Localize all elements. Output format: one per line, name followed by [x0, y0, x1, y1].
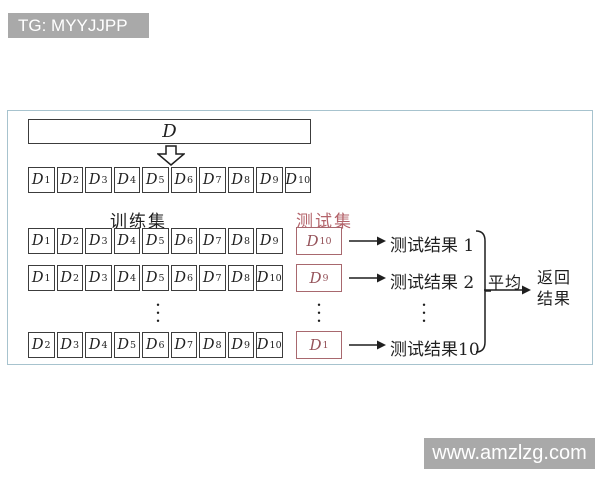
test-result-label: 测试结果 2	[390, 273, 475, 293]
website-watermark-badge: www.amzlzg.com	[424, 438, 595, 469]
test-result-label: 测试结果10	[390, 340, 480, 360]
split-down-arrow-icon	[157, 145, 185, 166]
test-result-label: 测试结果 1	[390, 236, 475, 256]
aggregate-brace	[475, 230, 491, 353]
average-label: 平均	[488, 273, 523, 292]
return-result-line1: 返回	[537, 268, 572, 287]
test-ellipsis: ...	[316, 295, 322, 326]
return-result-line2: 结果	[537, 289, 572, 308]
arrow-right-icon	[349, 273, 386, 283]
arrow-right-icon	[349, 236, 386, 246]
full-dataset-label: D	[162, 121, 177, 142]
full-dataset-box: D	[28, 119, 311, 144]
train-ellipsis: ...	[155, 295, 161, 326]
average-arrow-icon	[484, 285, 531, 295]
telegram-watermark-badge: TG: MYYJJPP	[8, 13, 149, 38]
arrow-right-icon	[349, 340, 386, 350]
training-set-label: 训练集	[110, 212, 167, 232]
return-result-label: 返回 结果	[537, 267, 571, 309]
result-ellipsis: ...	[421, 295, 427, 326]
